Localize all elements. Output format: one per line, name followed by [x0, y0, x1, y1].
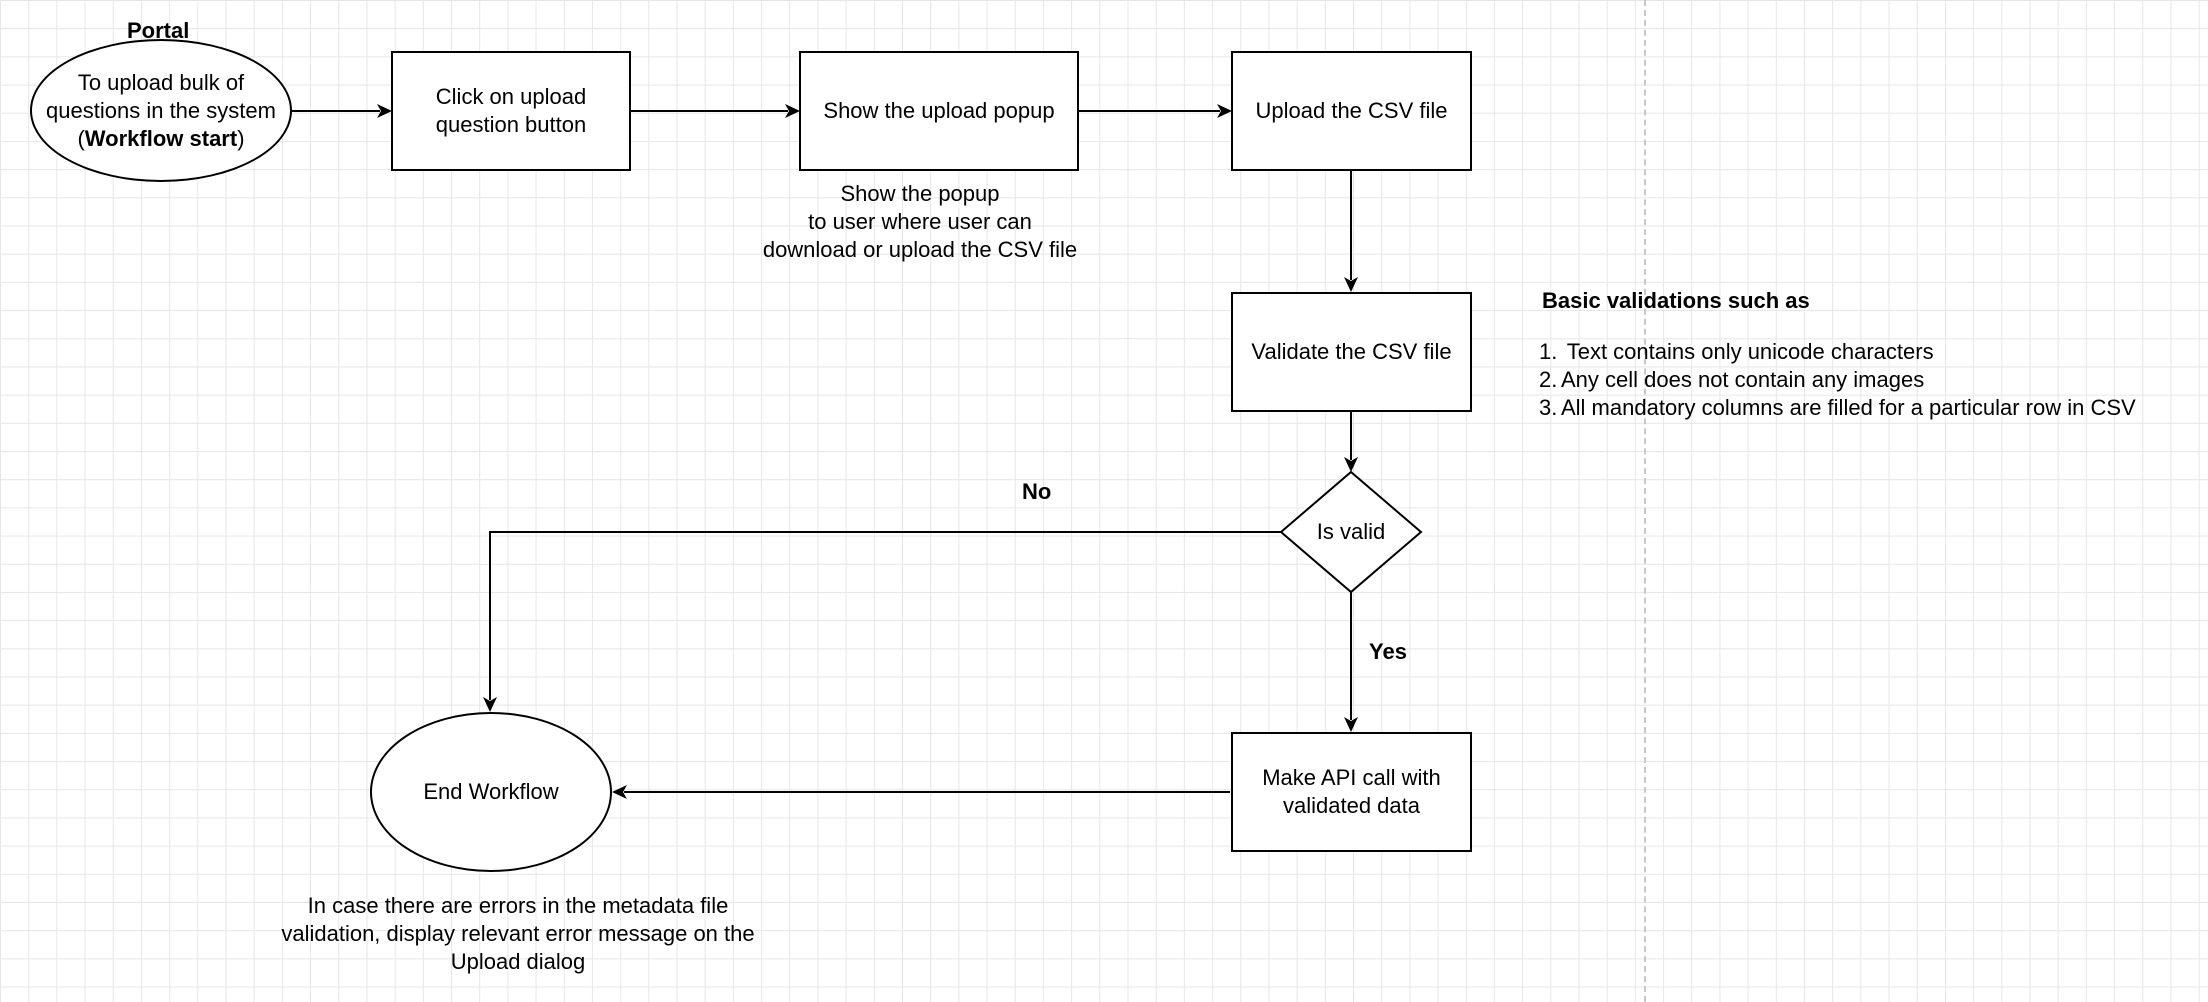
click-upload-line-1: Click on upload [435, 84, 587, 109]
validate-csv-text: Validate the CSV file [1251, 339, 1452, 364]
validation-item-3-num: 3. [1539, 395, 1558, 420]
arrowhead-decision-yes [1344, 717, 1358, 732]
error-note-line-1: In case there are errors in the metadata… [307, 893, 729, 918]
upload-csv-node[interactable]: Upload the CSV file [1231, 51, 1472, 171]
arrowhead-popup-to-upload [1217, 104, 1232, 118]
start-line-2: questions in the system [46, 97, 276, 123]
popup-note-line-3: download or upload the CSV file [762, 237, 1078, 262]
validate-csv-node[interactable]: Validate the CSV file [1231, 292, 1472, 412]
validation-item-1-text: Text contains only unicode characters [1561, 339, 1934, 364]
start-line-3-suffix: ) [237, 125, 245, 151]
api-call-line-1: Make API call with [1262, 765, 1441, 790]
error-note-line-2: validation, display relevant error messa… [281, 921, 755, 946]
start-line-1: To upload bulk of [77, 69, 245, 95]
decision-yes-label: Yes [1369, 639, 1407, 664]
arrowhead-start-to-click [377, 104, 392, 118]
arrowhead-decision-no [483, 697, 497, 712]
decision-node[interactable]: Is valid [1281, 472, 1421, 592]
start-line-3: (Workflow start) [46, 125, 276, 153]
click-upload-line-2: question button [435, 112, 587, 137]
decision-no-label: No [1022, 479, 1052, 504]
upload-csv-text: Upload the CSV file [1255, 98, 1448, 123]
start-line-3-prefix: ( [77, 125, 85, 151]
portal-label: Portal [127, 18, 190, 43]
end-node[interactable]: End Workflow [370, 712, 612, 872]
validation-item-2-num: 2. [1539, 367, 1558, 392]
api-call-node[interactable]: Make API call with validated data [1231, 732, 1472, 852]
validation-item-1: 1. Text contains only unicode characters [1539, 338, 1934, 366]
arrowhead-validate-to-decision [1344, 457, 1358, 472]
end-text: End Workflow [423, 779, 559, 804]
show-popup-text: Show the upload popup [823, 98, 1055, 123]
validations-title: Basic validations such as [1542, 288, 1810, 313]
start-node[interactable]: To upload bulk of questions in the syste… [30, 39, 292, 182]
popup-note-line-2: to user where user can [808, 209, 1032, 234]
decision-text: Is valid [1316, 519, 1386, 544]
validation-item-3: 3.All mandatory columns are filled for a… [1539, 394, 2136, 422]
arrowhead-upload-to-validate [1344, 277, 1358, 292]
validation-item-2-text: Any cell does not contain any images [1561, 367, 1925, 392]
show-popup-node[interactable]: Show the upload popup [799, 51, 1079, 171]
api-call-line-2: validated data [1282, 793, 1420, 818]
dashed-divider [1644, 0, 1646, 1002]
edge-decision-no [489, 531, 1281, 700]
arrowhead-api-to-end [612, 785, 627, 799]
start-line-3-bold: Workflow start [84, 125, 238, 151]
popup-note-line-1: Show the popup [840, 181, 1000, 206]
validation-item-2: 2.Any cell does not contain any images [1539, 366, 1924, 394]
click-upload-node[interactable]: Click on upload question button [391, 51, 631, 171]
validation-item-3-text: All mandatory columns are filled for a p… [1561, 395, 2136, 420]
arrowhead-click-to-popup [785, 104, 800, 118]
validation-item-1-num: 1. [1539, 339, 1558, 364]
error-note: In case there are errors in the metadata… [218, 892, 818, 976]
error-note-line-3: Upload dialog [450, 949, 586, 974]
popup-note: Show the popup to user where user can do… [740, 180, 1100, 264]
